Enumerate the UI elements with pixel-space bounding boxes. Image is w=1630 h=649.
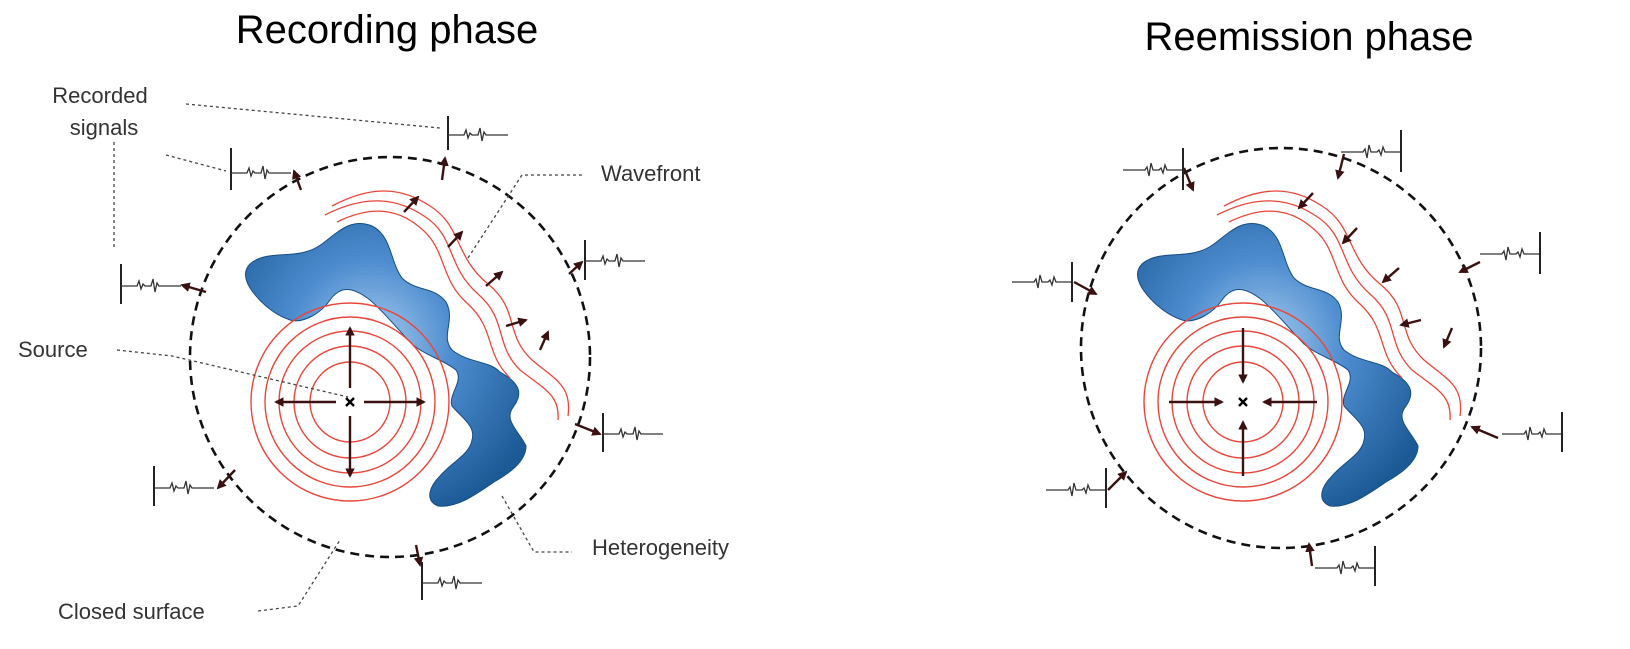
signal-right-upper bbox=[568, 240, 646, 280]
wavefront-arrows-outward bbox=[403, 195, 550, 351]
signal-bottom bbox=[413, 544, 483, 600]
signal-left bbox=[120, 264, 207, 304]
cross-icon bbox=[345, 397, 355, 407]
emitter-right-lower bbox=[1470, 412, 1563, 452]
signal-right-lower bbox=[574, 413, 664, 452]
source-arrows-outward bbox=[274, 326, 426, 478]
closed-surface-label: Closed surface bbox=[58, 599, 205, 624]
recording-panel: Recorded signals Wavefront Source Hetero… bbox=[18, 83, 729, 624]
cross-icon-reemission bbox=[1238, 397, 1248, 407]
reemission-panel bbox=[1011, 130, 1563, 586]
heterogeneity-blob bbox=[245, 222, 527, 507]
closed-surface-circle-reemission bbox=[1079, 146, 1483, 550]
source-label: Source bbox=[18, 337, 88, 362]
recorded-signals bbox=[120, 116, 664, 600]
leader-lines bbox=[113, 103, 582, 612]
wavefront-arrows-inward bbox=[1297, 192, 1454, 349]
signal-lower-left bbox=[153, 466, 236, 506]
reemission-phase-title: Reemission phase bbox=[1144, 15, 1473, 59]
signal-top bbox=[439, 116, 509, 181]
emitter-lower-left bbox=[1045, 468, 1128, 508]
emitter-top-left bbox=[1122, 148, 1195, 192]
wavefront-label: Wavefront bbox=[601, 161, 700, 186]
recording-phase-title: Recording phase bbox=[236, 8, 538, 52]
heterogeneity-blob-reemission bbox=[1137, 222, 1419, 507]
recorded-signals-label-line2: signals bbox=[70, 115, 138, 140]
emitter-right-upper bbox=[1458, 232, 1541, 274]
source-arrows-inward bbox=[1169, 328, 1317, 476]
closed-surface-circle bbox=[188, 155, 592, 559]
wavefront-lines-reemission bbox=[1216, 190, 1462, 421]
heterogeneity-label: Heterogeneity bbox=[592, 535, 729, 560]
signal-upper-left bbox=[230, 148, 303, 191]
recorded-signals-label-line1: Recorded bbox=[52, 83, 147, 108]
emitter-top bbox=[1335, 130, 1402, 180]
emitter-left bbox=[1011, 262, 1098, 302]
reemitted-signals bbox=[1011, 130, 1563, 586]
emitter-bottom bbox=[1305, 542, 1376, 586]
